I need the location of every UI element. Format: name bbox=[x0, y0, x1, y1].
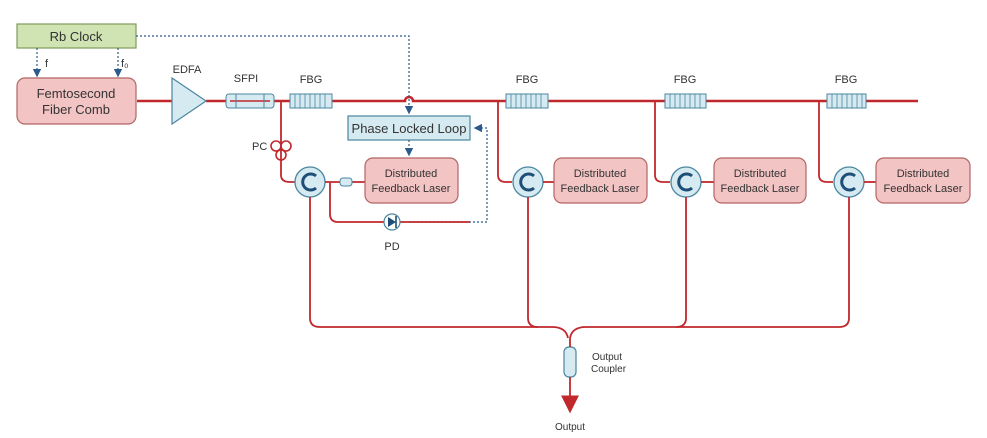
dfb-2-label-1: Distributed bbox=[574, 168, 627, 180]
combine-fiber-3 bbox=[569, 197, 687, 339]
polarization-controller-icon bbox=[270, 140, 292, 161]
rb-clock-label: Rb Clock bbox=[50, 29, 103, 44]
dfb-laser-1-box bbox=[364, 157, 459, 204]
photodiode-icon bbox=[383, 213, 401, 231]
circulator-icon bbox=[512, 166, 544, 198]
branch-fiber-1 bbox=[280, 101, 300, 183]
amplifier-triangle-icon bbox=[171, 76, 208, 126]
rb-clock-box bbox=[16, 23, 137, 49]
pll-label: Phase Locked Loop bbox=[352, 121, 467, 136]
dfb-2-label-2: Feedback Laser bbox=[561, 183, 640, 195]
fiber-comb-box bbox=[16, 77, 137, 125]
coupler-label-2: Coupler bbox=[591, 364, 627, 375]
dfb-3-label-2: Feedback Laser bbox=[721, 183, 800, 195]
fbg-grating-icon bbox=[664, 93, 707, 109]
edfa-label: EDFA bbox=[173, 64, 202, 76]
sfpi-label: SFPI bbox=[234, 73, 258, 85]
circulator-icon bbox=[294, 166, 326, 198]
output-label: Output bbox=[555, 422, 585, 433]
combine-fiber-1 bbox=[309, 197, 569, 339]
f0-label: f₀ bbox=[121, 58, 129, 70]
combine-fiber-2 bbox=[527, 197, 539, 328]
output-coupler-icon bbox=[563, 346, 577, 378]
dfb-4-label-1: Distributed bbox=[897, 168, 950, 180]
circulator-icon bbox=[670, 166, 702, 198]
pc-label: PC bbox=[252, 141, 267, 153]
pd-label: PD bbox=[384, 241, 399, 253]
branch-fiber-2 bbox=[497, 101, 512, 183]
clock-to-pll-line bbox=[136, 35, 414, 115]
fbg-grating-icon bbox=[505, 93, 549, 109]
dfb-laser-4-box bbox=[875, 157, 971, 204]
comb-label-2: Fiber Comb bbox=[42, 102, 110, 117]
fbg-label-4: FBG bbox=[835, 74, 858, 86]
comb-label-1: Femtosecond bbox=[37, 86, 116, 101]
fbg-label-1: FBG bbox=[300, 74, 323, 86]
fbg-grating-icon bbox=[826, 93, 867, 109]
circulator-icon bbox=[833, 166, 865, 198]
fbg-label-3: FBG bbox=[674, 74, 697, 86]
dfb-1-label-1: Distributed bbox=[385, 168, 438, 180]
f-label: f bbox=[45, 58, 49, 70]
dfb-3-label-1: Distributed bbox=[734, 168, 787, 180]
dfb-laser-2-box bbox=[553, 157, 648, 204]
fbg-grating-icon bbox=[289, 93, 333, 109]
coupler-small-icon bbox=[339, 177, 353, 187]
dfb-4-label-2: Feedback Laser bbox=[884, 183, 963, 195]
pd-to-pll-line bbox=[409, 123, 488, 223]
dfb-1-label-2: Feedback Laser bbox=[372, 183, 451, 195]
branch-fiber-4 bbox=[818, 101, 833, 183]
branch-fiber-3 bbox=[654, 101, 670, 183]
combine-fiber-4 bbox=[676, 197, 850, 328]
coupler-label-1: Output bbox=[592, 352, 622, 363]
fbg-label-2: FBG bbox=[516, 74, 539, 86]
dfb-laser-3-box bbox=[713, 157, 807, 204]
